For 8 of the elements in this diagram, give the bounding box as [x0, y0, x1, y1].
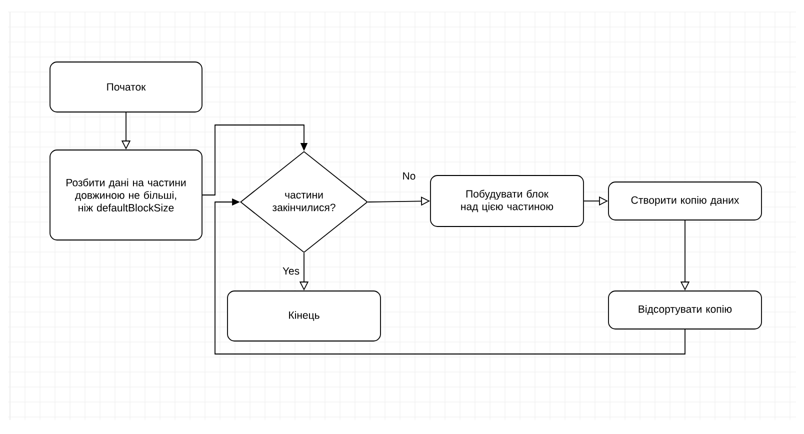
- arrow: [202, 124, 308, 196]
- process-box: Створити копію даних: [608, 182, 762, 220]
- arrow: [214, 198, 686, 354]
- process-box: Розбити дані на частини довжиною не більші, ніж defaultBlockSize: [50, 150, 202, 240]
- process-box: Побудувати блок над цією частиною: [430, 175, 584, 227]
- process-box: Початок: [50, 62, 202, 112]
- process-box: Кінець: [227, 290, 381, 342]
- process-box: Відсортувати копію: [608, 290, 762, 330]
